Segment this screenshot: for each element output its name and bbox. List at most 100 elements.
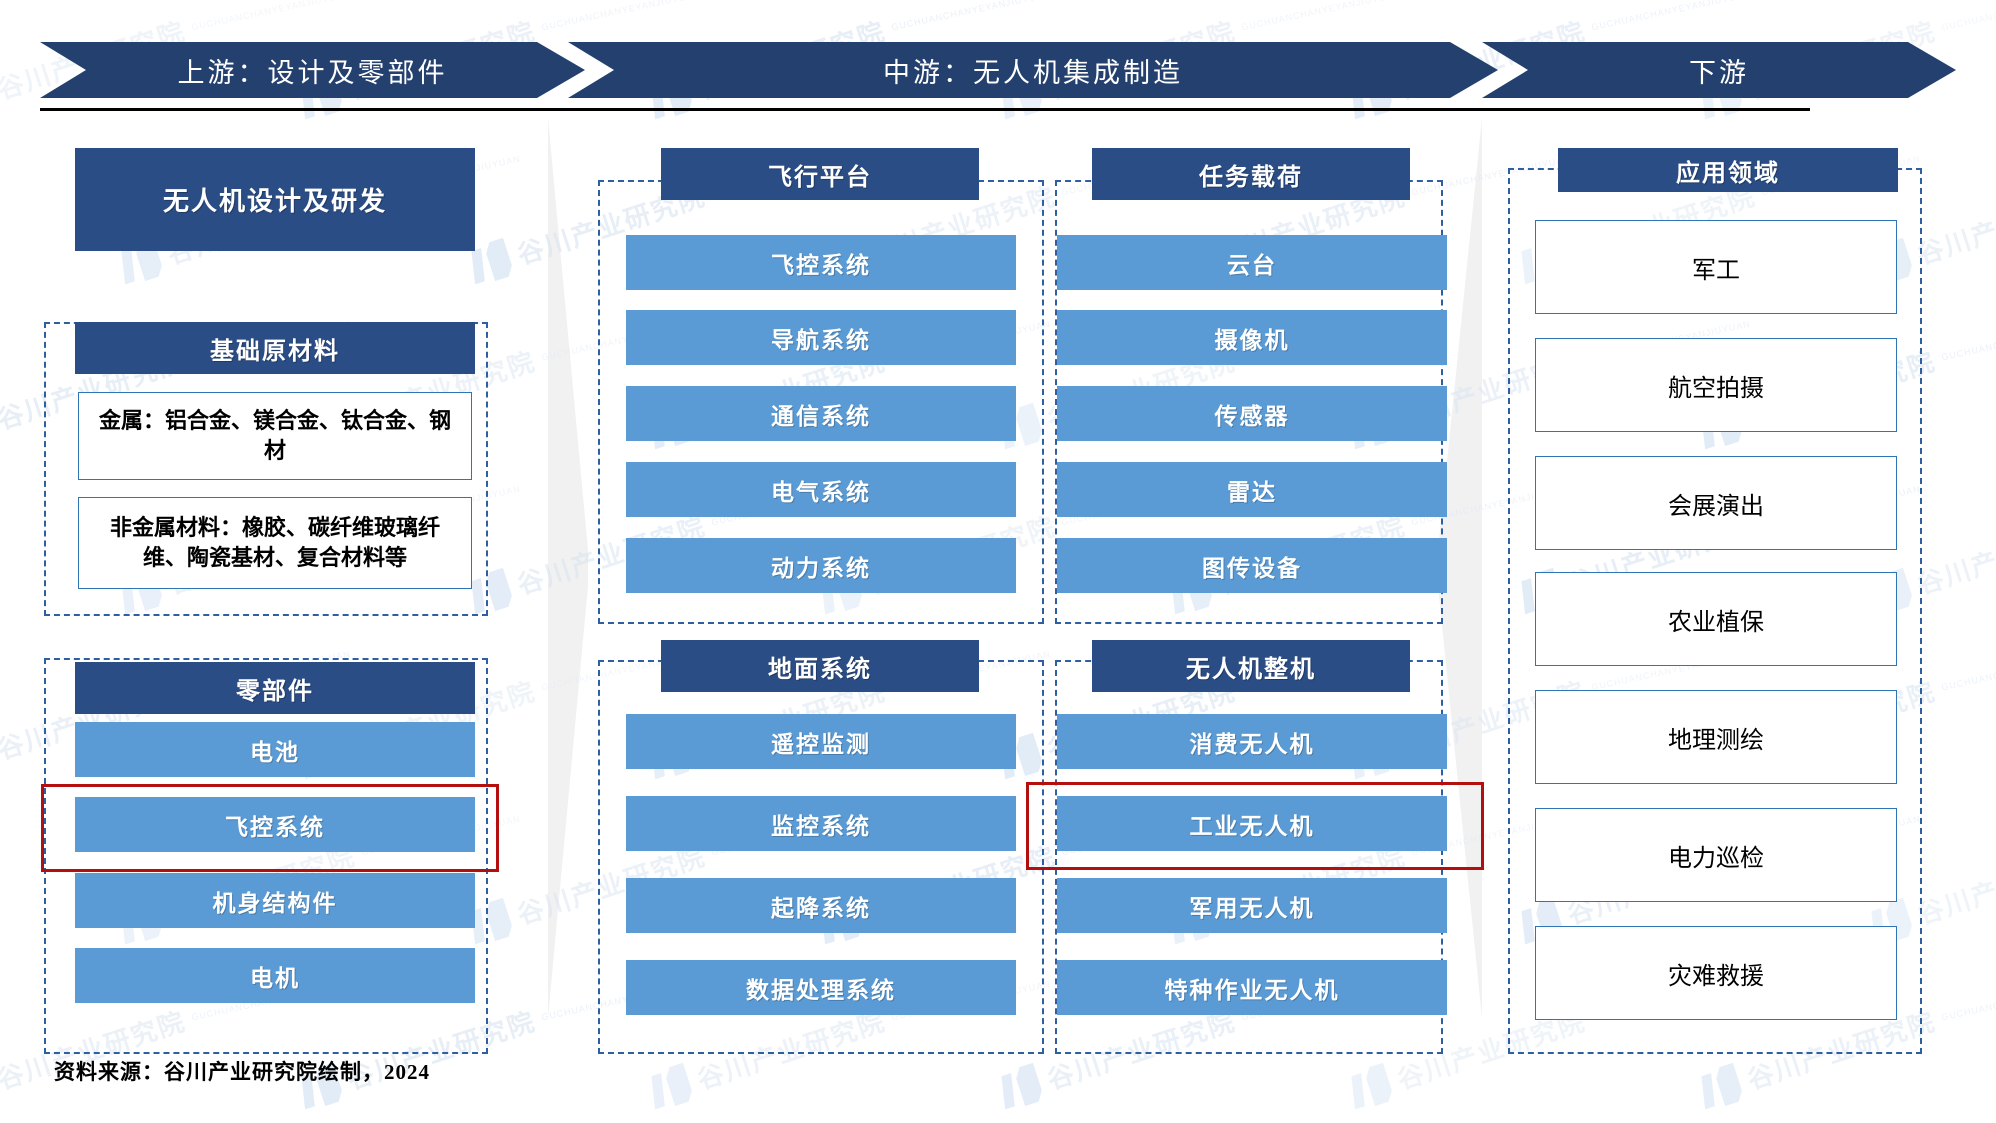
flight-platform-item-communication: 通信系统 [626, 386, 1016, 441]
chevron-downstream-label: 下游 [1689, 57, 1749, 88]
upstream-component-airframe-label: 机身结构件 [212, 890, 338, 916]
upstream-raw-materials-title: 基础原材料 [75, 322, 475, 374]
ground-system-item-remote-monitoring: 遥控监测 [626, 714, 1016, 769]
mission-payload-title: 任务载荷 [1092, 148, 1410, 200]
application-field-agriculture-plant-protection: 农业植保 [1535, 572, 1897, 666]
application-field-exhibition-performance-label: 会展演出 [1668, 493, 1764, 520]
flight-platform-title-label: 飞行平台 [768, 164, 872, 191]
application-field-geographic-surveying-label: 地理测绘 [1668, 727, 1764, 754]
complete-uav-item-special-operations-label: 特种作业无人机 [1164, 977, 1340, 1003]
header-divider-rule [40, 108, 1810, 111]
watermark-logo-icon [1344, 1062, 1396, 1113]
upstream-component-motor: 电机 [75, 948, 475, 1003]
application-field-agriculture-plant-protection-label: 农业植保 [1668, 609, 1764, 636]
chevron-upstream-label: 上游：设计及零部件 [177, 57, 448, 88]
upstream-component-flight-control-label: 飞控系统 [225, 814, 325, 840]
ground-system-title-label: 地面系统 [768, 656, 872, 683]
ground-system-item-data-processing: 数据处理系统 [626, 960, 1016, 1015]
watermark-en-text: GUCHUANCHANYEYANJIUYUAN [1940, 648, 1996, 693]
complete-uav-item-special-operations: 特种作业无人机 [1057, 960, 1447, 1015]
application-field-aerial-photography: 航空拍摄 [1535, 338, 1897, 432]
watermark-en-text: GUCHUANCHANYEYANJIUYUAN [190, 0, 352, 33]
ground-system-item-takeoff-landing-label: 起降系统 [771, 895, 871, 921]
flight-platform-item-communication-label: 通信系统 [771, 403, 871, 429]
watermark-cn-text: 谷川产业研究院 [1913, 840, 1996, 930]
application-field-military-industry-label: 军工 [1692, 257, 1740, 284]
complete-uav-item-industrial: 工业无人机 [1057, 796, 1447, 851]
chevron-upstream: 上游：设计及零部件 [40, 42, 585, 98]
watermark-logo-icon [1694, 1062, 1746, 1113]
source-note: 资料来源：谷川产业研究院绘制，2024 [54, 1060, 430, 1084]
watermark-en-text: GUCHUANCHANYEYANJIUYUAN [1940, 0, 1996, 33]
application-field-disaster-rescue: 灾难救援 [1535, 926, 1897, 1020]
flight-platform-title: 飞行平台 [661, 148, 979, 200]
upstream-component-battery: 电池 [75, 722, 475, 777]
upstream-components-group [44, 658, 488, 1054]
mission-payload-item-radar-label: 雷达 [1227, 479, 1277, 505]
upstream-raw-material-metal-label: 金属：铝合金、镁合金、钛合金、钢材 [98, 408, 451, 463]
watermark-en-text: GUCHUANCHANYEYANJIUYUAN [540, 0, 702, 33]
flight-platform-item-electrical-label: 电气系统 [771, 479, 871, 505]
ground-system-item-surveillance-label: 监控系统 [771, 813, 871, 839]
ground-system-item-takeoff-landing: 起降系统 [626, 878, 1016, 933]
ground-system-title: 地面系统 [661, 640, 979, 692]
upstream-component-battery-label: 电池 [250, 739, 300, 765]
complete-uav-title: 无人机整机 [1092, 640, 1410, 692]
flight-platform-item-power: 动力系统 [626, 538, 1016, 593]
complete-uav-item-consumer: 消费无人机 [1057, 714, 1447, 769]
flight-platform-item-power-label: 动力系统 [771, 555, 871, 581]
complete-uav-item-consumer-label: 消费无人机 [1189, 731, 1315, 757]
watermark-en-text: GUCHUANCHANYEYANJIUYUAN [1940, 318, 1996, 363]
watermark-logo-icon [994, 1062, 1046, 1113]
complete-uav-item-industrial-label: 工业无人机 [1189, 813, 1315, 839]
upstream-design-rd-label: 无人机设计及研发 [162, 187, 387, 216]
mission-payload-item-gimbal: 云台 [1057, 235, 1447, 290]
watermark-en-text: GUCHUANCHANYEYANJIUYUAN [1240, 0, 1402, 33]
upstream-components-title: 零部件 [75, 662, 475, 714]
ground-system-item-surveillance: 监控系统 [626, 796, 1016, 851]
upstream-raw-material-nonmetal-label: 非金属材料：橡胶、碳纤维玻璃纤维、陶瓷基材、复合材料等 [109, 515, 440, 570]
chevron-midstream: 中游：无人机集成制造 [568, 42, 1498, 98]
upstream-component-airframe: 机身结构件 [75, 873, 475, 928]
application-field-power-line-inspection-label: 电力巡检 [1668, 845, 1764, 872]
connector-wedge-left [548, 118, 588, 1018]
upstream-component-flight-control: 飞控系统 [75, 797, 475, 852]
application-field-military-industry: 军工 [1535, 220, 1897, 314]
watermark-cn-text: 谷川产业研究院 [1913, 180, 1996, 270]
watermark-en-text: GUCHUANCHANYEYANJIUYUAN [1590, 0, 1752, 33]
value-chain-chevron-band: 上游：设计及零部件 中游：无人机集成制造 下游 [0, 42, 1996, 98]
application-field-disaster-rescue-label: 灾难救援 [1668, 963, 1764, 990]
complete-uav-title-label: 无人机整机 [1186, 656, 1316, 683]
watermark-cn-text: 谷川产业研究院 [1913, 510, 1996, 600]
flight-platform-item-flight-control-label: 飞控系统 [771, 252, 871, 278]
flight-platform-item-navigation-label: 导航系统 [771, 327, 871, 353]
mission-payload-title-label: 任务载荷 [1199, 164, 1303, 191]
application-field-aerial-photography-label: 航空拍摄 [1668, 375, 1764, 402]
flight-platform-item-flight-control: 飞控系统 [626, 235, 1016, 290]
chevron-downstream: 下游 [1482, 42, 1956, 98]
ground-system-item-data-processing-label: 数据处理系统 [746, 977, 896, 1003]
chevron-midstream-label: 中游：无人机集成制造 [883, 57, 1183, 88]
mission-payload-item-image-transmission-label: 图传设备 [1202, 555, 1302, 581]
mission-payload-item-camera-label: 摄像机 [1214, 327, 1290, 353]
mission-payload-item-sensor-label: 传感器 [1214, 403, 1290, 429]
upstream-components-title-label: 零部件 [236, 678, 314, 705]
upstream-design-rd-box: 无人机设计及研发 [75, 148, 475, 251]
complete-uav-item-military-label: 军用无人机 [1189, 895, 1315, 921]
flight-platform-item-electrical: 电气系统 [626, 462, 1016, 517]
mission-payload-item-camera: 摄像机 [1057, 310, 1447, 365]
complete-uav-item-military: 军用无人机 [1057, 878, 1447, 933]
mission-payload-item-sensor: 传感器 [1057, 386, 1447, 441]
application-fields-title-label: 应用领域 [1676, 160, 1780, 187]
application-field-geographic-surveying: 地理测绘 [1535, 690, 1897, 784]
upstream-component-motor-label: 电机 [250, 965, 300, 991]
mission-payload-item-gimbal-label: 云台 [1227, 252, 1277, 278]
upstream-raw-material-metal: 金属：铝合金、镁合金、钛合金、钢材 [78, 392, 472, 480]
flight-platform-item-navigation: 导航系统 [626, 310, 1016, 365]
watermark-en-text: GUCHUANCHANYEYANJIUYUAN [1940, 978, 1996, 1023]
mission-payload-item-image-transmission: 图传设备 [1057, 538, 1447, 593]
ground-system-item-remote-monitoring-label: 遥控监测 [771, 731, 871, 757]
upstream-raw-material-nonmetal: 非金属材料：橡胶、碳纤维玻璃纤维、陶瓷基材、复合材料等 [78, 497, 472, 589]
watermark-en-text: GUCHUANCHANYEYANJIUYUAN [890, 0, 1052, 33]
application-field-exhibition-performance: 会展演出 [1535, 456, 1897, 550]
